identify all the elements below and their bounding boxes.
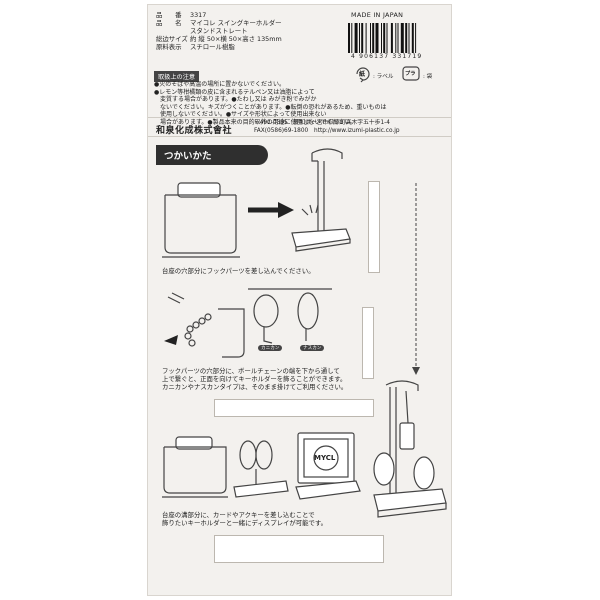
nasukan-tag: ナスカン	[300, 345, 325, 351]
cutout-slot	[214, 399, 374, 417]
recycle-paper-text: 紙	[359, 71, 366, 78]
step2-caption: フックパーツの穴部分に、ボールチェーンの端を下から通して 上で繋ぐと、正面を向け…	[162, 367, 347, 392]
step3-line: 飾りたいキーホルダーと一緒にディスプレイが可能です。	[162, 519, 328, 528]
address-line: FAX(0586)69-1800 http://www.izumi-plasti…	[254, 128, 400, 134]
barcode-number: 4 906137 331719	[351, 53, 423, 60]
spec-row-1: 品 名マイコレ スイングキーホルダー	[156, 19, 282, 27]
step2-line: カニカンやナスカンタイプは、そのまま掛けてご利用ください。	[162, 383, 348, 392]
dashed-guide-arrow	[412, 183, 420, 375]
step1-caption: 台座の穴部分にフックパーツを差し込んでください。	[162, 267, 315, 275]
recycle-paper-label: : ラベル	[373, 74, 394, 80]
step2-line: フックパーツの穴部分に、ボールチェーンの端を下から通して	[162, 367, 340, 375]
barcode-icon	[348, 23, 417, 53]
warnings-heading: 取扱上の注意	[154, 71, 200, 82]
acrylic-keychain-illustration	[233, 440, 289, 498]
divider	[148, 117, 451, 118]
cutout-slot	[214, 535, 384, 563]
step3-line: 台座の溝部分に、カードやアクキーを差し込むことで	[162, 511, 315, 519]
arrow-right-icon	[248, 202, 294, 218]
step3-caption: 台座の溝部分に、カードやアクキーを差し込むことで 飾りたいキーホルダーと一緒にデ…	[162, 511, 327, 527]
step2-line: 上で繋ぐと、正面を向けてキーホルダーを飾ることができます。	[162, 375, 347, 384]
recycle-plastic-label: : 袋	[423, 74, 433, 80]
cutout-slot	[362, 307, 374, 379]
kanikan-tag: カニカン	[258, 345, 283, 351]
spec-row-2: スタンドストレート	[190, 27, 248, 35]
company-address: 〒491-0395 愛知県一宮市萩原町高木字五十歩1-4 FAX(0586)69…	[254, 119, 400, 135]
recycle-plastic-mark: プラ : 袋	[402, 65, 446, 83]
recycle-plastic-text: プラ	[405, 71, 416, 77]
stand-side-illustration	[162, 436, 228, 498]
warning-line: ないでください。キズがつくことがあります。●転倒の恐れがあるため、重いものは	[154, 103, 387, 111]
warnings-text: ●火のそばや高温の場所に置かないでください。 ●レモン等柑橘類の皮に含まれるテル…	[154, 81, 387, 127]
made-in-label: MADE IN JAPAN	[351, 11, 404, 19]
recycle-paper-icon	[356, 67, 370, 83]
warning-line: 場合があります。●製品本来の目的以外の用途に使用しないでください。	[154, 118, 357, 126]
card-display-illustration	[295, 432, 361, 500]
cutout-slot	[368, 181, 380, 273]
address-line: 〒491-0395 愛知県一宮市萩原町高木字五十歩1-4	[254, 120, 390, 126]
recycle-plastic-icon	[402, 66, 420, 81]
warning-line: 変質する場合があります。●たわし又は みがき粉でみがか	[154, 96, 317, 104]
hook-part-illustration	[162, 182, 240, 258]
chain-hook-illustration	[164, 292, 245, 358]
company-name: 和泉化成株式會社	[156, 126, 233, 136]
recycle-paper-mark: 紙 : ラベル	[354, 65, 394, 83]
howto-heading: つかいかた	[156, 145, 268, 165]
spec-row-4: 原料表示スチロール樹脂	[156, 43, 235, 51]
divider	[148, 136, 451, 137]
warning-line: ●レモン等柑橘類の皮に含まれるテルペン又は油脂によって	[154, 88, 315, 96]
display-keychain-illustration	[373, 380, 447, 518]
kanikan-nasukan-illustration	[248, 288, 332, 344]
spec-row-3: 総边サイズ約 縦 50×横 50×高さ 135mm	[156, 35, 282, 43]
warning-line: ●火のそばや高温の場所に置かないでください。	[154, 81, 286, 88]
card-text: MYCL	[314, 454, 336, 462]
stand-illustration	[291, 148, 351, 252]
warning-line: 使用しないでください。●サイズや形状によって使用出来ない	[154, 111, 327, 119]
